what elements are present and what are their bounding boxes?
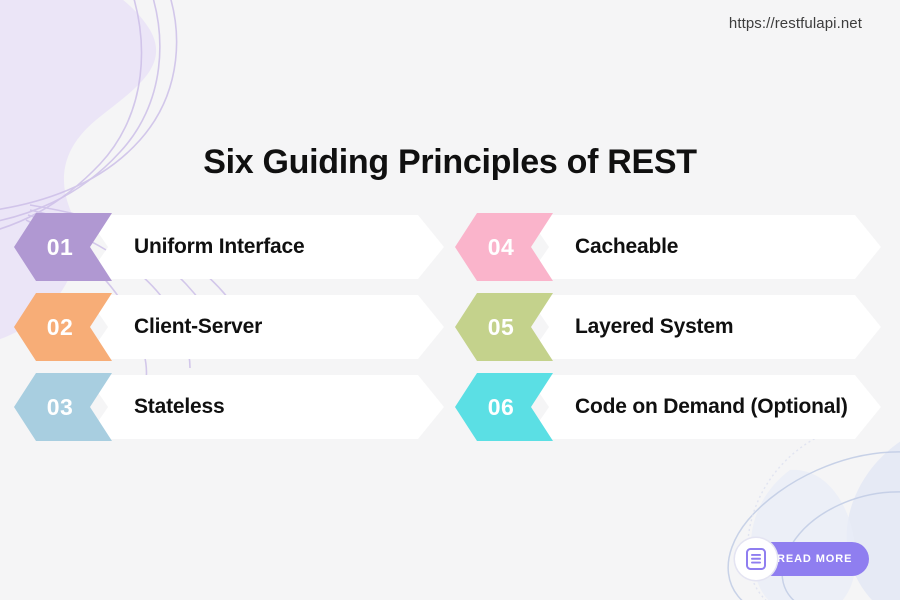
principle-number-badge: 01 [14,213,112,281]
principle-number: 06 [487,393,515,420]
page-title: Six Guiding Principles of REST [203,142,697,181]
principle-number-badge: 02 [14,293,112,361]
principle-banner: Stateless [86,375,444,439]
principle-number: 05 [487,313,515,340]
principle-number-badge: 04 [455,213,553,281]
principle-label: Code on Demand (Optional) [575,395,848,418]
principle-number: 01 [46,233,74,260]
principles-grid: Uniform Interface 01 Client-Server 02 St… [0,213,900,448]
bottom-right-blob-secondary [750,469,856,600]
principle-banner: Client-Server [86,295,444,359]
site-url[interactable]: https://restfulapi.net [728,15,862,32]
read-more-label: READ MORE [777,553,853,565]
list-document-icon [746,548,766,570]
principle-label: Client-Server [134,315,263,338]
principle-row[interactable]: Client-Server 02 [14,293,444,361]
principle-number: 03 [46,393,74,420]
principle-number: 02 [46,313,74,340]
principle-banner: Layered System [527,295,881,359]
principle-row[interactable]: Layered System 05 [455,293,881,361]
principle-label: Uniform Interface [134,235,305,258]
principle-banner: Code on Demand (Optional) [527,375,881,439]
principle-label: Cacheable [575,235,679,258]
principle-banner: Uniform Interface [86,215,444,279]
principle-row[interactable]: Code on Demand (Optional) 06 [455,373,881,441]
principle-label: Stateless [134,395,225,418]
principle-number-badge: 06 [455,373,553,441]
principle-number-badge: 05 [455,293,553,361]
principle-row[interactable]: Cacheable 04 [455,213,881,281]
read-more-icon-circle[interactable] [735,538,777,580]
principle-number: 04 [487,233,515,260]
principle-row[interactable]: Uniform Interface 01 [14,213,444,281]
principle-row[interactable]: Stateless 03 [14,373,444,441]
principle-banner: Cacheable [527,215,881,279]
principle-label: Layered System [575,315,734,338]
principle-number-badge: 03 [14,373,112,441]
